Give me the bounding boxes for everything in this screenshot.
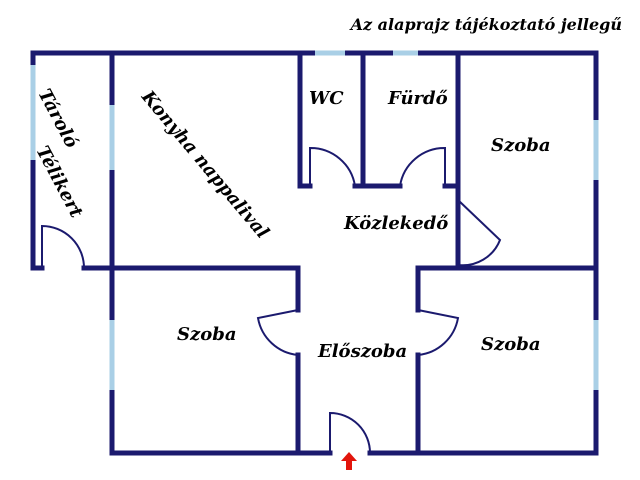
windows [30, 50, 599, 390]
room-label-konyha: Konyha nappalival [137, 86, 273, 243]
disclaimer-note: Az alaprajz tájékoztató jellegű [349, 15, 622, 34]
outer-walls [30, 50, 599, 456]
room-label-telikert: Télikert [32, 142, 88, 221]
room-label-wc: WC [309, 88, 344, 109]
room-label-szoba-sw: Szoba [177, 324, 236, 345]
room-label-furdo: Fürdő [387, 88, 448, 109]
room-label-szoba-se: Szoba [481, 334, 540, 355]
room-label-szoba-ne: Szoba [491, 135, 550, 156]
doors [41, 146, 502, 454]
room-label-tarolo: Tároló [34, 85, 82, 151]
arrow-up-icon [341, 452, 357, 470]
room-label-kozlekedo: Közlekedő [343, 213, 448, 234]
room-label-eloszoba: Előszoba [317, 341, 407, 362]
interior-walls [109, 50, 599, 456]
